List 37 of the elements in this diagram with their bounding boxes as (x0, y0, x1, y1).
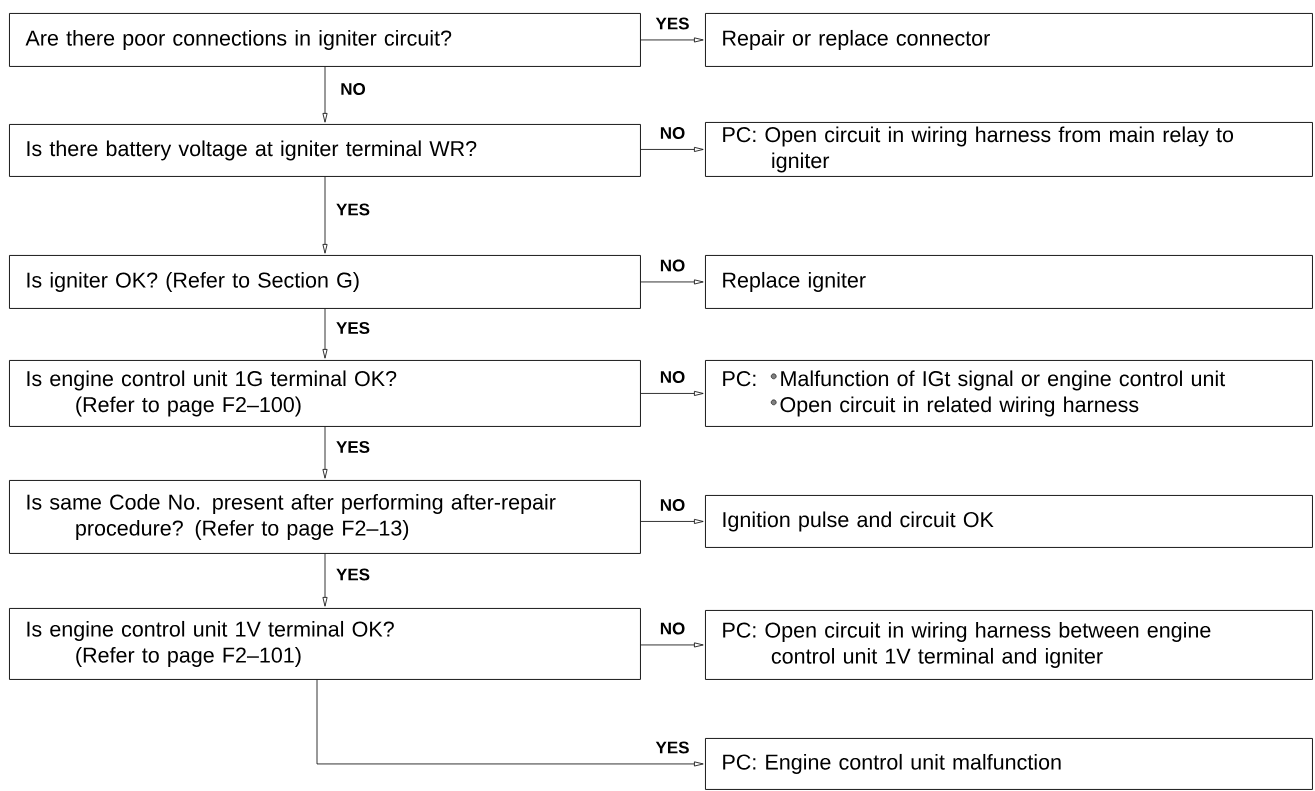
arrow (322, 553, 328, 607)
question-box: Is same Code No. present after performing after-repair procedure? (Refer to page F2–13) (9, 480, 641, 554)
result-box: PC: Open circuit in wiring harness between engine control unit 1V terminal and igniter (705, 610, 1313, 680)
question-box: Is there battery voltage at igniter terminal WR? (9, 124, 641, 177)
arrow (640, 518, 704, 524)
edge-label: NO (658, 497, 687, 512)
arrow (322, 308, 328, 359)
arrow (640, 37, 704, 43)
result-box: Ignition pulse and circuit OK (705, 495, 1313, 548)
edge-label: NO (658, 126, 687, 140)
result-box: PC: Malfunction of IGt signal or engine control unit Open circuit in related wiring harness (705, 360, 1313, 427)
arrow (640, 146, 704, 152)
result-box: Replace igniter (705, 255, 1313, 309)
edge-label: YES (335, 321, 371, 335)
edge-label: NO (658, 621, 687, 636)
edge-label: YES (335, 567, 371, 582)
edge-label: NO (658, 258, 687, 273)
question-box: Is engine control unit 1G terminal OK? (Refer to page F2–100) (9, 360, 641, 427)
question-box: Is engine control unit 1V terminal OK? (Refer to page F2–101) (9, 608, 641, 680)
result-box: Repair or replace connector (705, 13, 1313, 67)
edge-label: YES (335, 202, 371, 217)
edge-label: NO (339, 82, 367, 96)
result-box: PC: Open circuit in wiring harness from main relay to igniter (705, 122, 1313, 177)
arrow (322, 426, 328, 479)
arrow (640, 642, 704, 648)
arrow (322, 66, 328, 123)
edge-label: YES (654, 16, 691, 31)
arrow (640, 390, 704, 396)
arrow (322, 176, 328, 254)
arrow (640, 279, 704, 285)
edge-label: YES (335, 440, 371, 454)
edge-label: NO (658, 369, 687, 384)
question-box: Is igniter OK? (Refer to Section G) (9, 255, 641, 309)
question-box: Are there poor connections in igniter circuit? (9, 13, 641, 67)
result-box: PC: Engine control unit malfunction (705, 738, 1313, 790)
arrow (316, 679, 704, 767)
edge-label: YES (654, 740, 691, 755)
